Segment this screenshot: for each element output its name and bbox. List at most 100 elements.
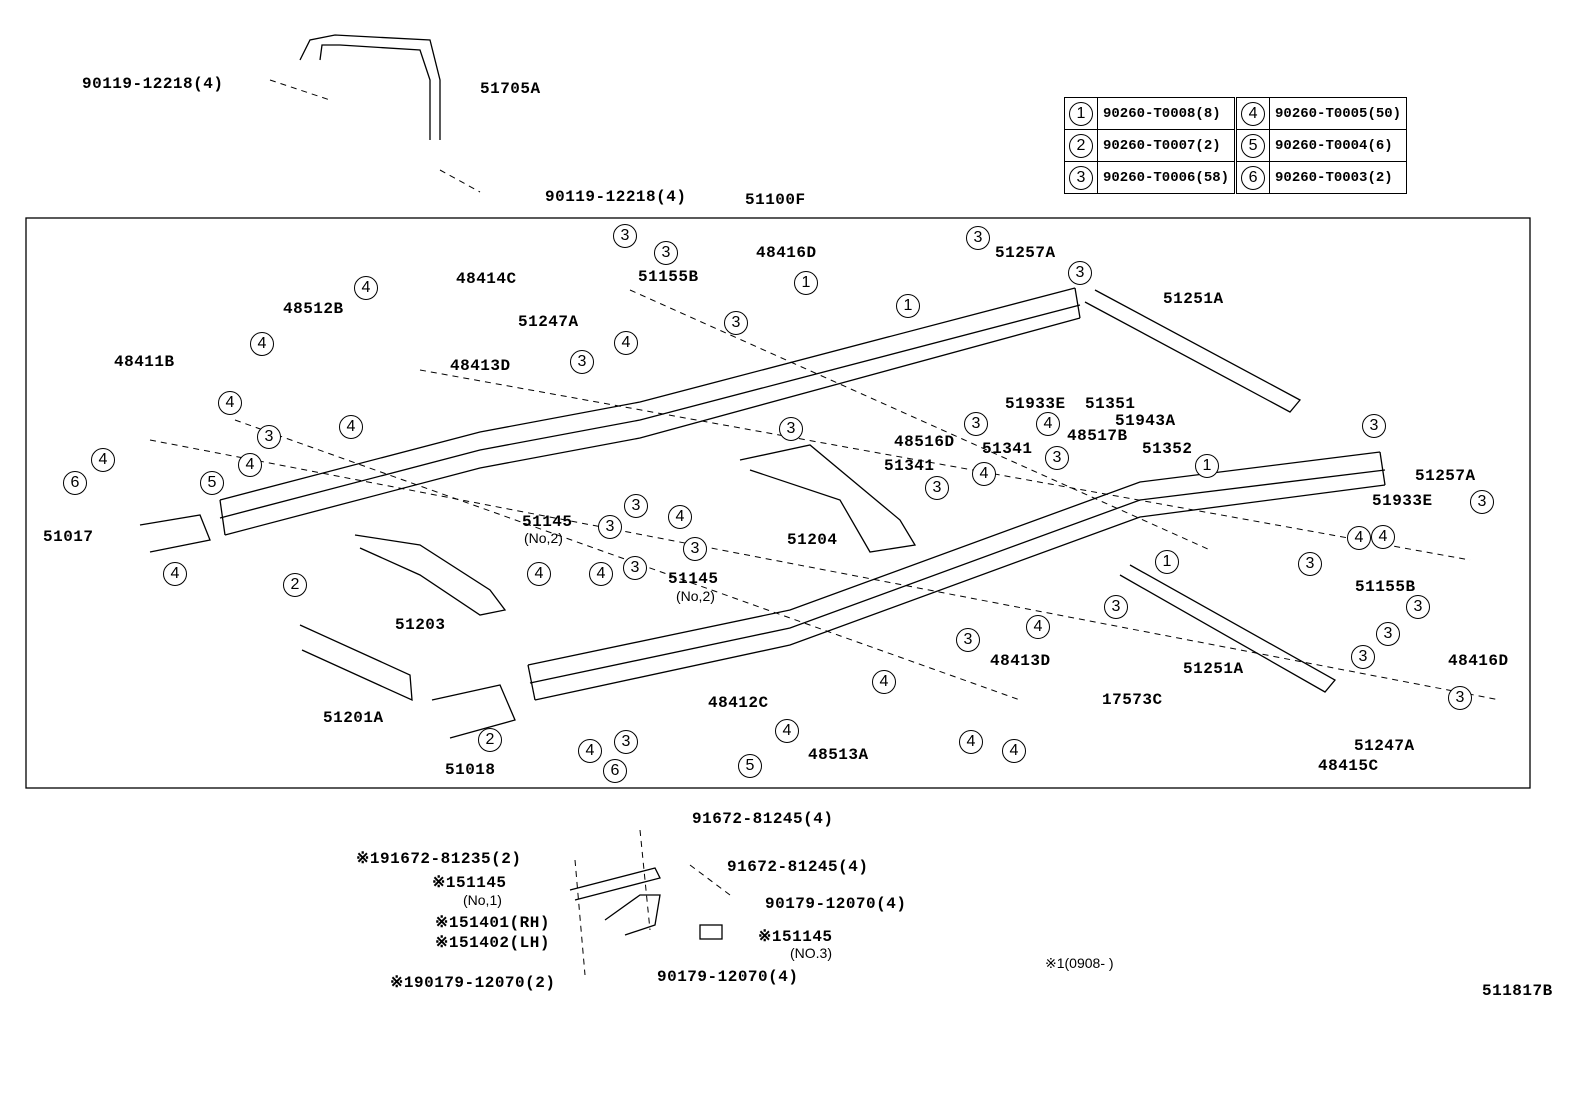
crossmember-51203: [354, 534, 507, 616]
callout-number-icon: 4: [527, 562, 551, 586]
callout-icon: 5: [1241, 133, 1266, 158]
callout-number-icon: 3: [623, 556, 647, 580]
part-label: 51018: [445, 761, 496, 779]
callout-number-icon: 3: [654, 241, 678, 265]
bracket-151401: [569, 867, 723, 940]
part-label: 48513A: [808, 746, 869, 764]
callout-number-icon: 4: [972, 462, 996, 486]
callout-number-icon: 3: [964, 412, 988, 436]
callout-number-icon: 3: [683, 537, 707, 561]
callout-number-icon: 3: [1104, 595, 1128, 619]
bracket-51018: [431, 684, 516, 739]
part-sublabel: (No,1): [463, 892, 502, 908]
part-label: 48512B: [283, 300, 344, 318]
part-label: 90179-12070(4): [765, 895, 907, 913]
callout-number-icon: 4: [250, 332, 274, 356]
callout-number-icon: 5: [738, 754, 762, 778]
cross-tubes: [1084, 289, 1336, 693]
callout-number-icon: 3: [1362, 414, 1386, 438]
callout-number-icon: 4: [163, 562, 187, 586]
part-label: 48416D: [1448, 652, 1509, 670]
part-label: 48516D: [894, 433, 955, 451]
part-label: ※190179-12070(2): [390, 974, 556, 992]
callout-icon: 2: [1069, 133, 1093, 158]
part-label: 48413D: [450, 357, 511, 375]
part-label: ※151401(RH): [435, 914, 550, 932]
legend-part: 90260-T0003(2): [1269, 161, 1408, 194]
callout-number-icon: 4: [614, 331, 638, 355]
legend-part: 90260-T0005(50): [1269, 97, 1408, 130]
callout-number-icon: 3: [1470, 490, 1494, 514]
part-label: 90119-12218(4): [82, 75, 224, 93]
bracket-51201A: [299, 624, 413, 702]
callout-number-icon: 4: [354, 276, 378, 300]
callout-number-icon: 2: [478, 728, 502, 752]
crossmember-51204: [739, 444, 917, 553]
callout-number-icon: 1: [896, 294, 920, 318]
part-sublabel: (No,2): [524, 530, 563, 546]
part-label: ※151402(LH): [435, 934, 550, 952]
part-label: 91672-81245(4): [692, 810, 834, 828]
part-label: 48415C: [1318, 757, 1379, 775]
callout-number-icon: 6: [63, 471, 87, 495]
callout-number-icon: 3: [1376, 622, 1400, 646]
part-label: 90179-12070(4): [657, 968, 799, 986]
callout-number-icon: 4: [1036, 412, 1060, 436]
part-label: ※191672-81235(2): [356, 850, 522, 868]
assembly-border: [25, 217, 1531, 789]
callout-number-icon: 3: [257, 425, 281, 449]
part-label: 51943A: [1115, 412, 1176, 430]
callout-number-icon: 3: [925, 476, 949, 500]
callout-number-icon: 4: [1026, 615, 1050, 639]
part-label: 51247A: [518, 313, 579, 331]
legend-part: 90260-T0008(8): [1096, 97, 1237, 130]
callout-number-icon: 3: [613, 224, 637, 248]
callout-number-icon: 4: [959, 730, 983, 754]
callout-number-icon: 4: [668, 505, 692, 529]
part-label: 51933E: [1005, 395, 1066, 413]
callout-number-icon: 3: [1448, 686, 1472, 710]
callout-icon: 1: [1069, 101, 1093, 126]
part-label: 91672-81245(4): [727, 858, 869, 876]
callout-number-icon: 6: [603, 759, 627, 783]
callout-number-icon: 4: [339, 415, 363, 439]
legend-part: 90260-T0006(58): [1096, 161, 1237, 194]
part-label: 48411B: [114, 353, 175, 371]
part-label: 51201A: [323, 709, 384, 727]
callout-number-icon: 3: [956, 628, 980, 652]
callout-number-icon: 3: [966, 226, 990, 250]
callout-number-icon: 3: [1298, 552, 1322, 576]
bar-51705A: [299, 34, 441, 140]
part-sublabel: ※1(0908- ): [1045, 955, 1114, 971]
callout-number-icon: 2: [283, 573, 307, 597]
part-label: 51705A: [480, 80, 541, 98]
part-label: 51251A: [1183, 660, 1244, 678]
part-label: 48413D: [990, 652, 1051, 670]
part-label: ※151145: [432, 874, 507, 892]
part-sublabel: (NO.3): [790, 945, 832, 961]
part-label: 48517B: [1067, 427, 1128, 445]
part-label: 51155B: [638, 268, 699, 286]
part-label: ※151145: [758, 928, 833, 946]
leader-lines: [149, 79, 1501, 976]
callout-number-icon: 4: [1347, 526, 1371, 550]
callout-number-icon: 4: [872, 670, 896, 694]
part-label: 48412C: [708, 694, 769, 712]
upper-frame-rail: [219, 287, 1081, 536]
callout-number-icon: 4: [1371, 525, 1395, 549]
part-label: 51145: [522, 513, 573, 531]
part-label: 51204: [787, 531, 838, 549]
callout-number-icon: 4: [238, 453, 262, 477]
part-label: 51933E: [1372, 492, 1433, 510]
callout-number-icon: 4: [91, 448, 115, 472]
part-label: 51247A: [1354, 737, 1415, 755]
callout-number-icon: 1: [1155, 550, 1179, 574]
bracket-51017: [139, 514, 211, 553]
part-label: 51352: [1142, 440, 1193, 458]
callout-number-icon: 3: [779, 417, 803, 441]
callout-number-icon: 4: [775, 719, 799, 743]
callout-number-icon: 3: [724, 311, 748, 335]
